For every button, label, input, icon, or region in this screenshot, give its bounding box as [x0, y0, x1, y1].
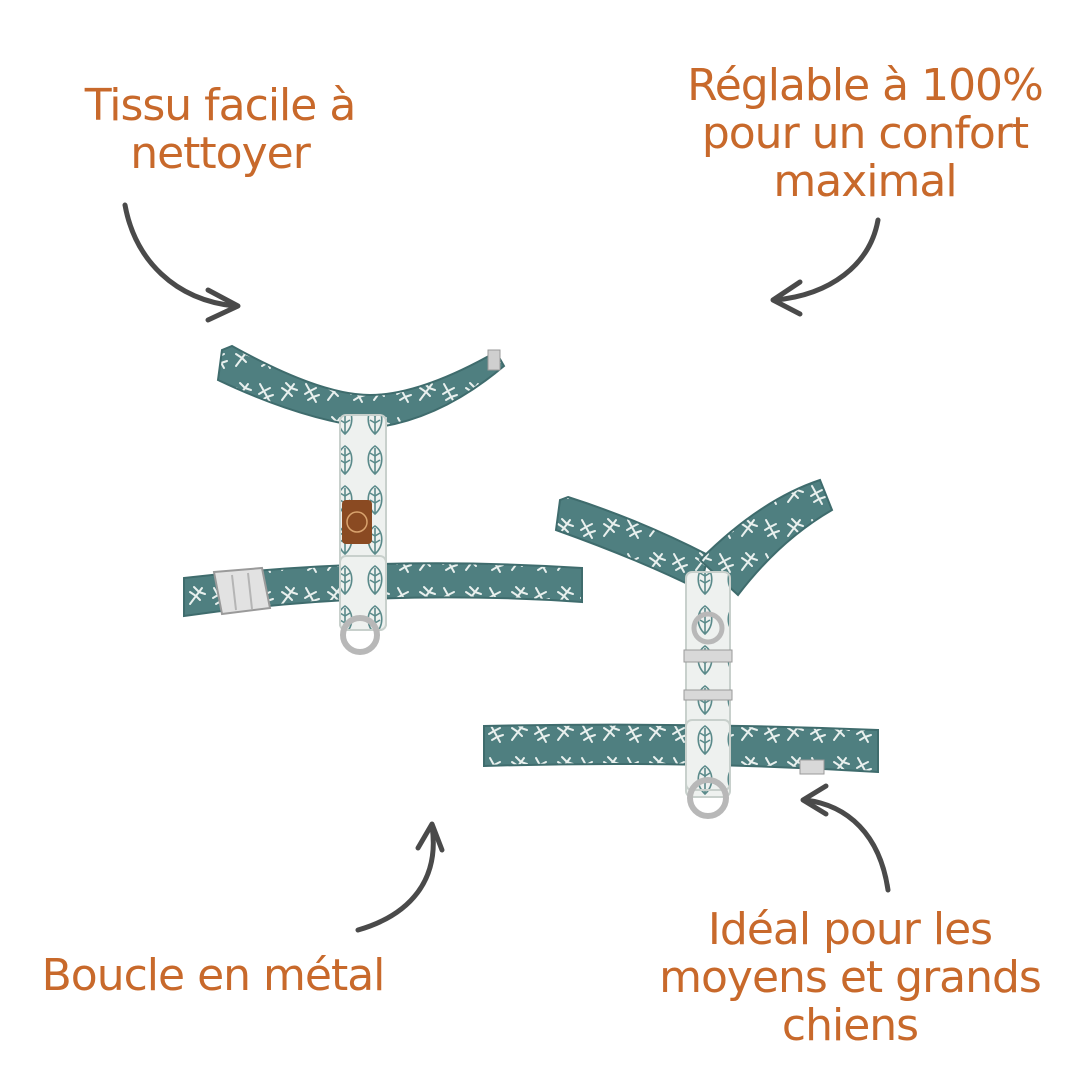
- harness-right-girth-strap: [483, 723, 879, 774]
- arrow-bottom-left-head: [415, 821, 445, 853]
- callout-line: nettoyer: [130, 128, 311, 179]
- callout-ideal-dogs: Idéal pour les moyens et grands chiens: [630, 906, 1070, 1050]
- harness-left-chest-overlay: [339, 555, 387, 631]
- callout-line: Boucle en métal: [41, 950, 386, 1001]
- harness-left-d-ring: [340, 615, 380, 655]
- harness-left-leather-tag: [342, 500, 372, 544]
- arrow-top-right: [772, 217, 881, 303]
- arrow-top-left-head: [205, 287, 241, 323]
- callout-line: moyens et grands: [659, 952, 1042, 1003]
- callout-adjustable: Réglable à 100% pour un confort maximal: [660, 62, 1070, 206]
- callout-metal-buckle: Boucle en métal: [18, 952, 408, 1000]
- harness-left-slider: [487, 349, 501, 371]
- harness-right-slider: [683, 649, 733, 663]
- harness-left-buckle: [212, 566, 272, 616]
- callout-line: Réglable à 100%: [687, 60, 1044, 111]
- harness-right-d-ring-upper: [691, 611, 725, 645]
- harness-left-tag-emblem: [346, 511, 368, 533]
- arrow-bottom-left: [355, 823, 436, 933]
- harness-right-chest-overlay: [685, 719, 731, 791]
- harness-right-adjuster: [799, 759, 825, 775]
- arrow-top-left: [122, 202, 238, 309]
- callout-line: pour un confort: [701, 108, 1029, 159]
- arrow-top-right-head: [770, 279, 803, 317]
- harness-left-neck-strap: [216, 344, 506, 430]
- harness-right-right-strap: [698, 478, 834, 597]
- arrow-bottom-right: [802, 797, 891, 893]
- harness-left: [183, 344, 583, 655]
- callout-line: Idéal pour les: [707, 904, 993, 955]
- callout-line: maximal: [773, 156, 957, 207]
- harness-right-slider-lower: [683, 689, 733, 701]
- callout-line: Tissu facile à: [84, 80, 357, 131]
- callout-easy-clean: Tissu facile à nettoyer: [40, 82, 400, 178]
- arrow-bottom-right-head: [800, 783, 829, 817]
- harness-right: [483, 478, 879, 819]
- harness-right-d-ring: [687, 777, 729, 819]
- callout-line: chiens: [781, 1000, 919, 1051]
